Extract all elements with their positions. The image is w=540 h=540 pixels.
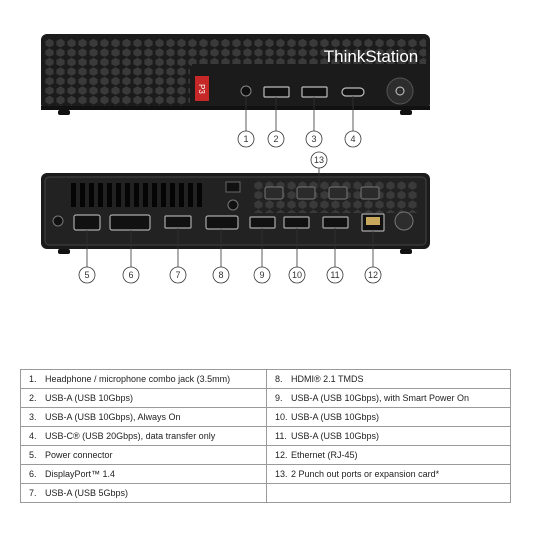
port-number: 12. — [275, 450, 288, 460]
rear-screw-left — [52, 215, 64, 227]
table-cell: 12.Ethernet (RJ-45) — [266, 445, 511, 465]
port-description: 2 Punch out ports or expansion card* — [291, 469, 440, 479]
table-cell: 6. DisplayPort™ 1.4 — [20, 464, 267, 484]
callout-1: 1 — [243, 134, 248, 144]
port-number: 9. — [275, 393, 283, 403]
table-cell: 2. USB-A (USB 10Gbps) — [20, 388, 267, 408]
port-description: USB-C® (USB 20Gbps), data transfer only — [45, 431, 216, 441]
table-row: 6. DisplayPort™ 1.4 13.2 Punch out ports o… — [20, 464, 511, 484]
port-description: USB-A (USB 10Gbps) — [45, 393, 134, 403]
callout-4: 4 — [350, 134, 355, 144]
screw — [227, 199, 239, 211]
callout-9: 9 — [259, 270, 264, 280]
model-badge-label: P3 — [197, 84, 206, 94]
port-description: Headphone / microphone combo jack (3.5mm… — [45, 374, 231, 384]
front-vent-top — [190, 38, 426, 64]
port-table: 1. Headphone / microphone combo jack (3.5… — [20, 369, 511, 503]
table-row: 3. USB-A (USB 10Gbps), Always On 10.USB-A … — [20, 407, 511, 427]
port-description: Power connector — [45, 450, 113, 460]
ethernet-contacts — [366, 217, 380, 225]
callout-5: 5 — [84, 270, 89, 280]
port-number: 3. — [29, 412, 37, 422]
lock-slot — [225, 181, 241, 193]
rear-usb-a-port-9 — [249, 216, 276, 229]
table-row: 1. Headphone / microphone combo jack (3.5… — [20, 369, 511, 389]
power-button — [386, 77, 414, 105]
port-number: 1. — [29, 374, 37, 384]
rear-usb-a-port-7 — [164, 215, 192, 229]
port-number: 10. — [275, 412, 288, 422]
audio-jack-icon — [240, 85, 252, 97]
rear-chassis — [41, 173, 430, 254]
port-description: USB-A (USB 10Gbps) — [291, 412, 380, 422]
table-cell: 10.USB-A (USB 10Gbps) — [266, 407, 511, 427]
port-description: USB-A (USB 5Gbps) — [45, 488, 129, 498]
thumb-screw — [394, 211, 414, 231]
table-row: 4. USB-C® (USB 20Gbps), data transfer onl… — [20, 426, 511, 446]
brand-logo: ThinkStation — [324, 47, 419, 66]
table-row: 5. Power connector 12.Ethernet (RJ-45) — [20, 445, 511, 465]
table-cell: 1. Headphone / microphone combo jack (3.5… — [20, 369, 267, 389]
hdmi-port — [205, 215, 239, 230]
callout-3: 3 — [311, 134, 316, 144]
callout-lines — [86, 96, 374, 267]
port-number: 7. — [29, 488, 37, 498]
rear-usb-a-port-10 — [283, 216, 310, 229]
callout-6: 6 — [128, 270, 133, 280]
callout-11: 11 — [330, 270, 339, 280]
front-usb-a-port-2 — [301, 86, 328, 98]
table-cell: 9. USB-A (USB 10Gbps), with Smart Power O… — [266, 388, 511, 408]
front-usb-a-port-1 — [263, 86, 290, 98]
port-description: USB-A (USB 10Gbps), Always On — [45, 412, 181, 422]
port-diagram: P3 ThinkStation — [41, 34, 430, 284]
callout-13: 13 — [314, 155, 324, 165]
port-number: 11. — [275, 431, 287, 441]
front-vent-left — [45, 38, 192, 106]
table-cell: 3. USB-A (USB 10Gbps), Always On — [20, 407, 267, 427]
power-connector — [73, 214, 101, 231]
port-description: USB-A (USB 10Gbps) — [291, 431, 380, 441]
rear-usb-a-port-11 — [322, 216, 349, 229]
port-number: 4. — [29, 431, 37, 441]
power-icon — [395, 86, 405, 96]
front-usb-c-port — [341, 87, 365, 97]
table-cell: 13.2 Punch out ports or expansion card* — [266, 464, 511, 484]
model-badge — [195, 76, 209, 101]
table-cell: 11. USB-A (USB 10Gbps) — [266, 426, 511, 446]
callout-2: 2 — [273, 134, 278, 144]
front-chassis: P3 ThinkStation — [41, 34, 430, 115]
table-row: 7. USB-A (USB 5Gbps) — [20, 483, 511, 503]
port-description: DisplayPort™ 1.4 — [45, 469, 116, 479]
port-number: 8. — [275, 374, 283, 384]
punch-out-ports — [264, 186, 380, 200]
rear-vent-slots — [71, 183, 202, 207]
callout-7: 7 — [175, 270, 180, 280]
callout-10: 10 — [292, 270, 302, 280]
table-cell: 7. USB-A (USB 5Gbps) — [20, 483, 267, 503]
table-cell: 5. Power connector — [20, 445, 267, 465]
port-number: 5. — [29, 450, 37, 460]
displayport — [109, 214, 151, 231]
port-number: 6. — [29, 469, 37, 479]
table-cell — [266, 483, 511, 503]
callout-circles — [78, 130, 382, 284]
port-description: Ethernet (RJ-45) — [291, 450, 358, 460]
table-row: 2. USB-A (USB 10Gbps) 9. USB-A (USB 10Gbps)… — [20, 388, 511, 408]
port-number: 13. — [275, 469, 288, 479]
port-description: HDMI® 2.1 TMDS — [291, 374, 364, 384]
port-number: 2. — [29, 393, 37, 403]
table-cell: 8. HDMI® 2.1 TMDS — [266, 369, 511, 389]
callout-8: 8 — [218, 270, 223, 280]
port-description: USB-A (USB 10Gbps), with Smart Power On — [291, 393, 470, 403]
table-cell: 4. USB-C® (USB 20Gbps), data transfer onl… — [20, 426, 267, 446]
callout-12: 12 — [368, 270, 378, 280]
